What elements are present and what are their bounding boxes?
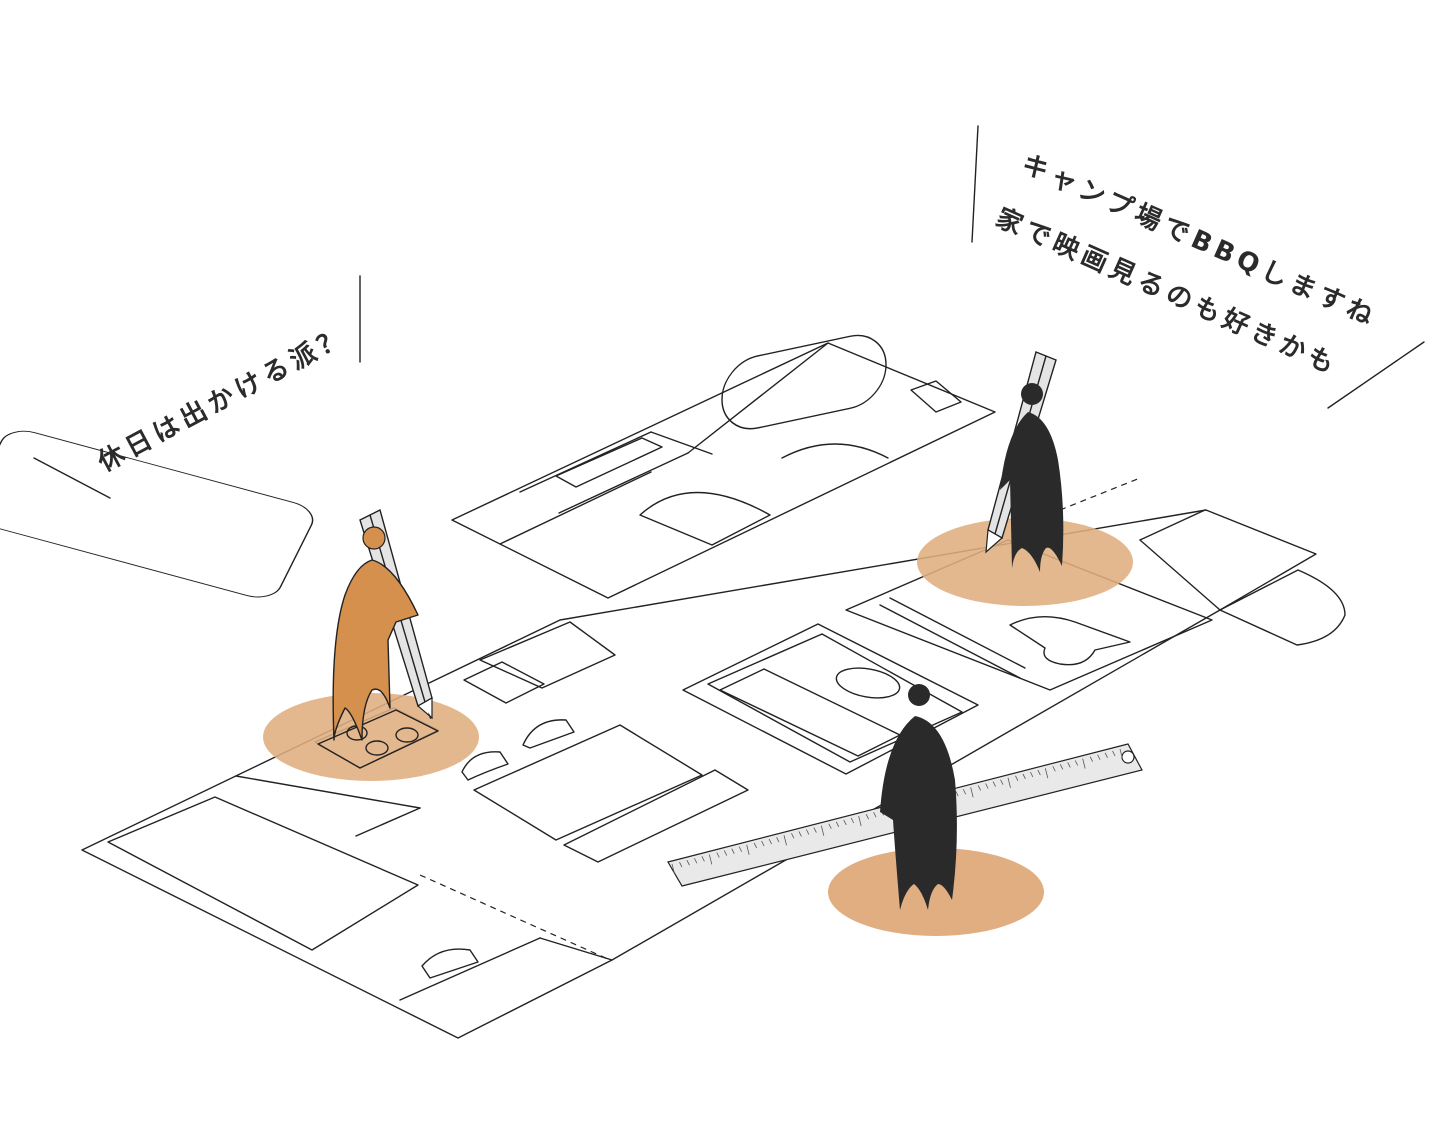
ruler-tick: [806, 829, 810, 835]
dining-table: [473, 724, 703, 841]
ruler-tick: [1074, 760, 1079, 766]
ruler-tick: [1089, 756, 1093, 762]
dark-figure-front-head: [908, 684, 930, 706]
speech-left: 休日は出かける派？: [33, 275, 361, 499]
orange-figure-body: [332, 559, 419, 741]
ruler-tick: [835, 821, 840, 828]
speech-left-text: 休日は出かける派？: [92, 321, 353, 479]
ruler-tick: [858, 815, 862, 827]
ruler-tick: [768, 838, 772, 845]
ruler-tick: [813, 827, 817, 833]
chair-2: [461, 751, 509, 781]
ruler-tick: [694, 858, 698, 864]
ruler-tick: [798, 831, 802, 837]
spot-front: [828, 848, 1044, 936]
ruler-tick: [1067, 762, 1071, 768]
ruler-tick: [1052, 766, 1056, 772]
ruler-tick: [1059, 764, 1064, 770]
ruler-tick: [738, 846, 743, 852]
ruler-tick: [701, 856, 705, 862]
ruler-tick: [977, 785, 981, 791]
ruler-tick: [783, 835, 787, 846]
ruler-tick: [1007, 777, 1011, 788]
dark-figure-front-body: [880, 716, 957, 910]
ruler-tick: [873, 812, 877, 818]
orange-figure-head: [362, 526, 386, 550]
chair-bottom: [421, 948, 479, 979]
spot-right: [917, 518, 1133, 606]
ruler-tick: [992, 781, 996, 787]
ruler-tick: [820, 825, 825, 836]
ruler-tick: [843, 819, 847, 826]
chair-1: [522, 719, 575, 749]
ruler-tick: [1104, 752, 1108, 759]
ruler-tick: [865, 813, 869, 820]
washbasin-arc: [639, 491, 771, 546]
dark-figure-right-body: [1000, 412, 1064, 572]
bed: [719, 668, 901, 757]
room-back-left: [451, 342, 996, 599]
ruler-tick: [708, 854, 713, 865]
ruler-tick: [731, 848, 735, 854]
ruler-tick: [1044, 768, 1049, 779]
toilet: [1009, 615, 1131, 666]
ruler-tick: [985, 783, 989, 789]
ruler-tick: [850, 817, 855, 824]
dark-figure-right-head: [1021, 383, 1043, 405]
balcony-arc: [1219, 569, 1346, 646]
ruler-tick: [746, 844, 750, 855]
spot-left: [263, 693, 479, 781]
ruler-tick: [753, 842, 757, 849]
sofa-outline: [107, 796, 419, 951]
ruler-tick: [686, 859, 690, 866]
ruler-tick: [1037, 769, 1041, 776]
ruler-tick: [723, 850, 728, 856]
ruler-tick: [1015, 775, 1019, 782]
ruler-tick: [1000, 779, 1004, 785]
ruler-tick: [761, 840, 765, 847]
ruler-tick: [1022, 773, 1026, 780]
ruler-tick: [776, 836, 780, 843]
ruler-tick: [671, 863, 675, 875]
ruler-tick: [1082, 758, 1086, 769]
ruler-tick: [970, 787, 974, 798]
ruler-tick: [679, 861, 683, 868]
bathtub: [721, 334, 887, 430]
floor-plan: [0, 334, 1346, 1039]
ruler-tick: [716, 852, 720, 858]
kitchen-cabinet: [463, 661, 545, 704]
sofa: [0, 430, 314, 598]
ruler-tick: [1112, 750, 1116, 757]
ruler-tick: [828, 823, 832, 829]
ruler-tick: [955, 790, 959, 797]
counter: [555, 437, 663, 488]
room-main: [81, 509, 1317, 1039]
tv-board: [563, 769, 749, 863]
orange-figure: [332, 526, 419, 741]
ruler-tick: [962, 789, 967, 795]
ruler-tick: [1119, 748, 1123, 760]
dark-figure-right: [1000, 383, 1064, 572]
dark-figure-front: [880, 684, 957, 910]
ruler-tick: [791, 833, 795, 839]
ruler-tick: [1030, 771, 1034, 778]
room-right-center: [682, 623, 979, 775]
ruler-tick: [1097, 754, 1101, 760]
